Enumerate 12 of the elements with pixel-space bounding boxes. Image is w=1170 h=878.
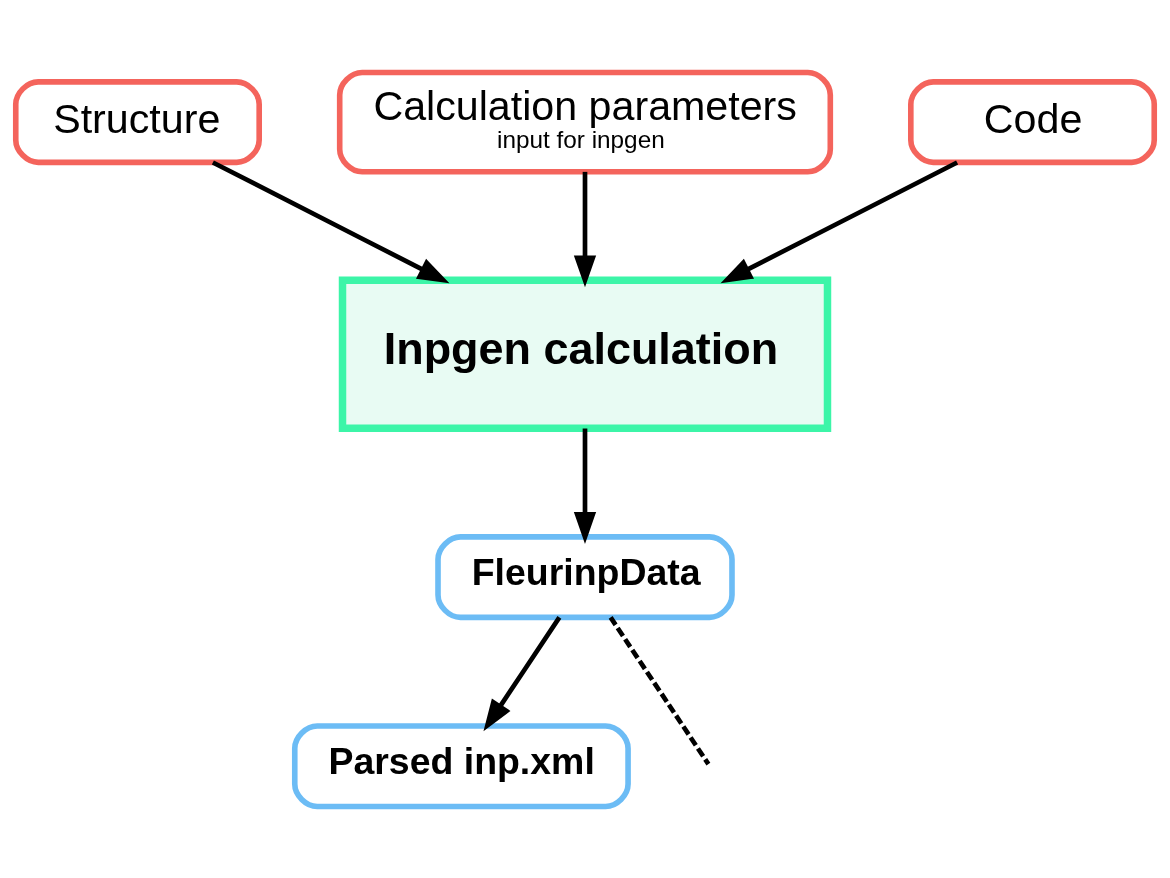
node-box: Parsed inp.xml	[291, 722, 631, 809]
arrow	[573, 171, 597, 287]
arrow	[211, 159, 450, 283]
arrow	[720, 159, 959, 283]
arrow	[573, 428, 597, 544]
node-box: Code	[908, 78, 1158, 165]
node-box: Inpgen calculation	[338, 276, 832, 432]
arrow	[483, 615, 562, 731]
node-box: FleurinpData	[435, 533, 735, 620]
node-box: Structure	[12, 78, 262, 165]
node-box: Calculation parameters input for inpgen	[336, 69, 834, 175]
connector	[608, 615, 711, 765]
